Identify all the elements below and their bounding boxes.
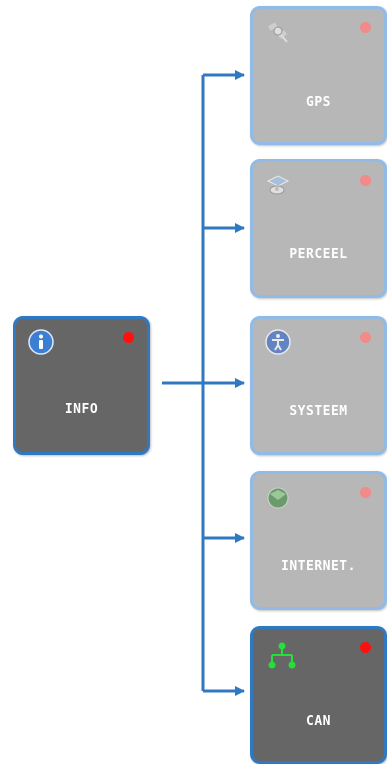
status-dot (123, 332, 134, 343)
internet-label: INTERNET. (281, 559, 356, 574)
perceel-label: PERCEEL (289, 247, 348, 262)
info-icon (28, 329, 54, 355)
status-dot (360, 487, 371, 498)
info-label: INFO (64, 402, 99, 417)
gps-label: GPS (306, 95, 331, 110)
status-dot (360, 175, 371, 186)
network-icon (268, 642, 296, 669)
info-tile[interactable]: INFO (13, 316, 150, 455)
perceel-tile[interactable]: PERCEEL (250, 159, 387, 298)
can-tile[interactable]: CAN (250, 626, 387, 764)
globe-icon (267, 487, 289, 509)
systeem-label: SYSTEEM (289, 404, 348, 419)
status-dot (360, 22, 371, 33)
can-label: CAN (306, 714, 331, 729)
systeem-tile[interactable]: SYSTEEM (250, 316, 387, 455)
status-dot (360, 642, 371, 653)
status-dot (360, 332, 371, 343)
gps-tile[interactable]: GPS (250, 6, 387, 145)
accessibility-icon (265, 329, 291, 355)
field-map-icon (266, 175, 290, 195)
internet-tile[interactable]: INTERNET. (250, 471, 387, 610)
satellite-icon (268, 22, 288, 43)
